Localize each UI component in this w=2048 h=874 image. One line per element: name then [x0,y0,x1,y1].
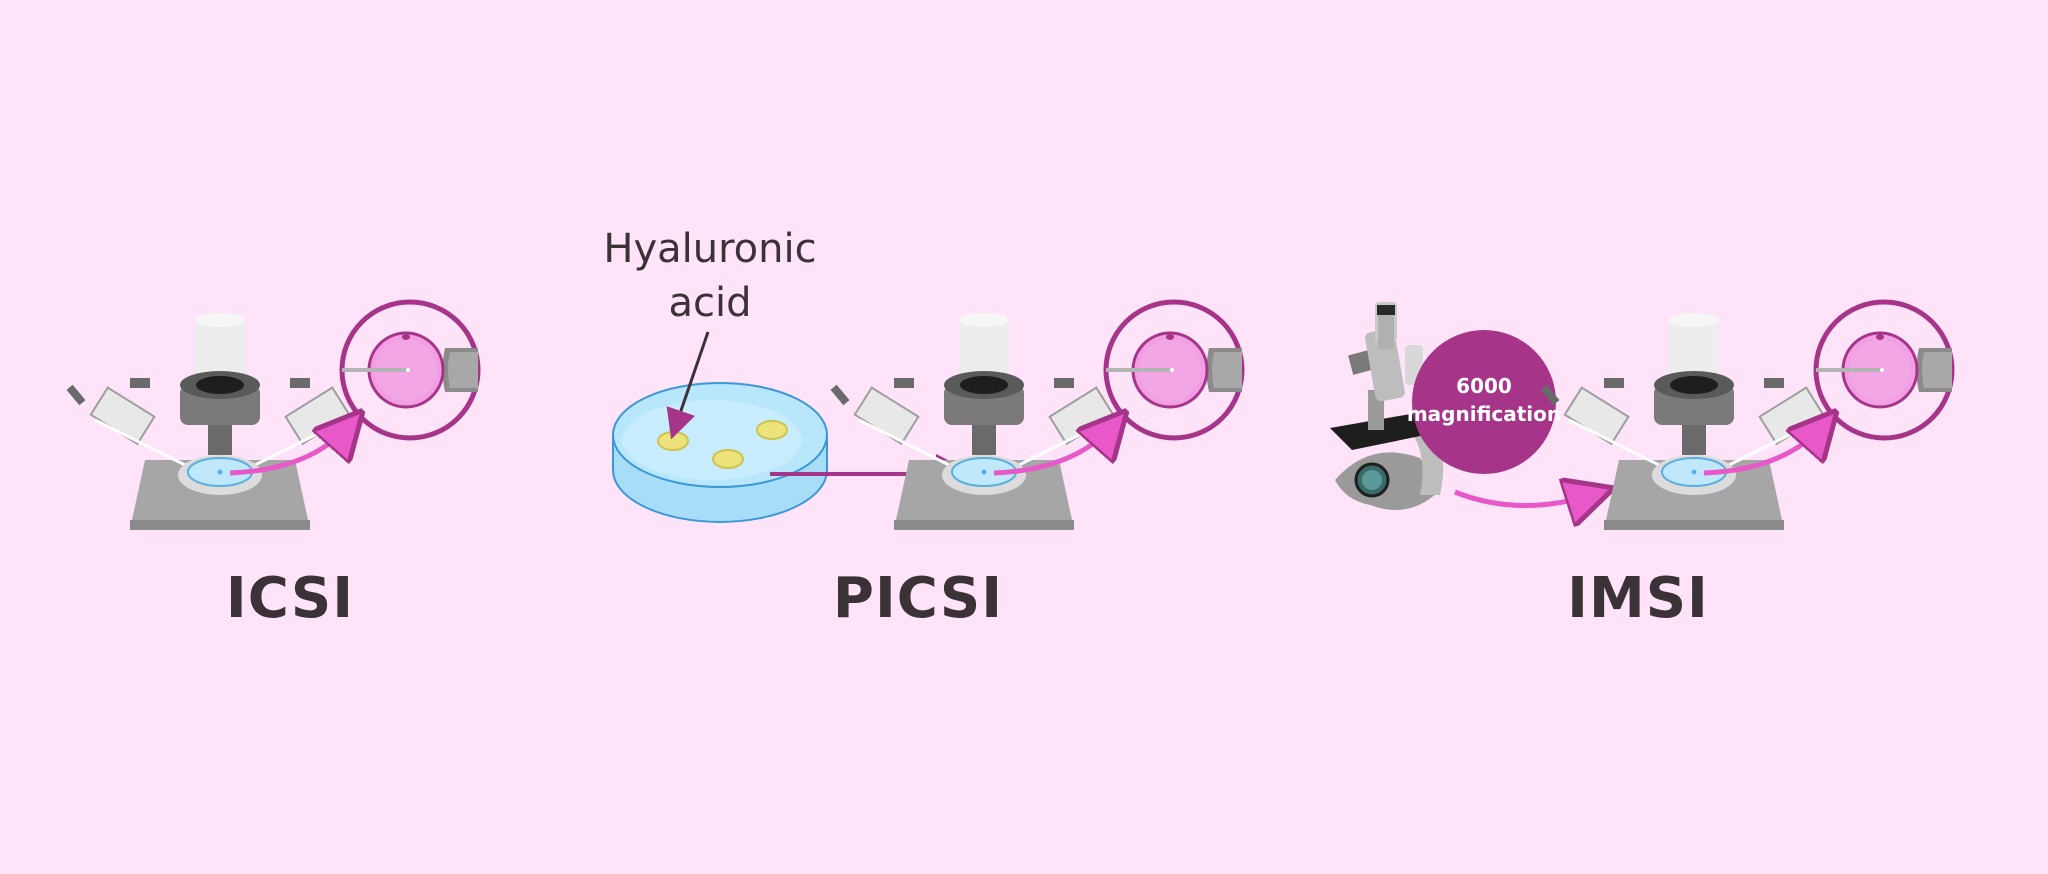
magnification-label-line1: 6000 [1456,374,1512,398]
icsi-microscope-illustration [65,311,375,532]
hyaluronic-acid-label: Hyaluronic acid [580,222,840,330]
hyaluronic-drop [657,431,689,451]
hyaluronic-label-line1: Hyaluronic [603,226,817,272]
picsi-zoom-arrow [993,425,1114,476]
hyaluronic-drop [756,420,788,440]
technique-label-icsi: ICSI [225,566,355,631]
magnification-arrow [1454,492,1595,506]
technique-label-picsi: PICSI [832,566,1004,631]
icsi-zoom-arrow [229,425,350,476]
imsi-zoom-arrow [1703,425,1824,476]
hyaluronic-label-line2: acid [668,280,752,326]
picsi-microscope-illustration [829,311,1139,532]
imsi-oocyte-zoom [1816,302,1952,438]
technique-label-imsi: IMSI [1567,566,1709,631]
magnification-label-line2: magnification [1406,402,1562,426]
petri-dish-illustration [612,382,828,523]
hyaluronic-pointer [666,331,710,440]
icsi-oocyte-zoom [342,302,478,438]
imsi-scene [1330,302,1952,532]
magnification-label: 6000 magnification [1404,372,1564,428]
magnification-badge [1412,330,1556,474]
icsi-scene [65,302,478,532]
hyaluronic-drop [712,449,744,469]
picsi-oocyte-zoom [1106,302,1242,438]
picsi-scene [612,302,1242,532]
